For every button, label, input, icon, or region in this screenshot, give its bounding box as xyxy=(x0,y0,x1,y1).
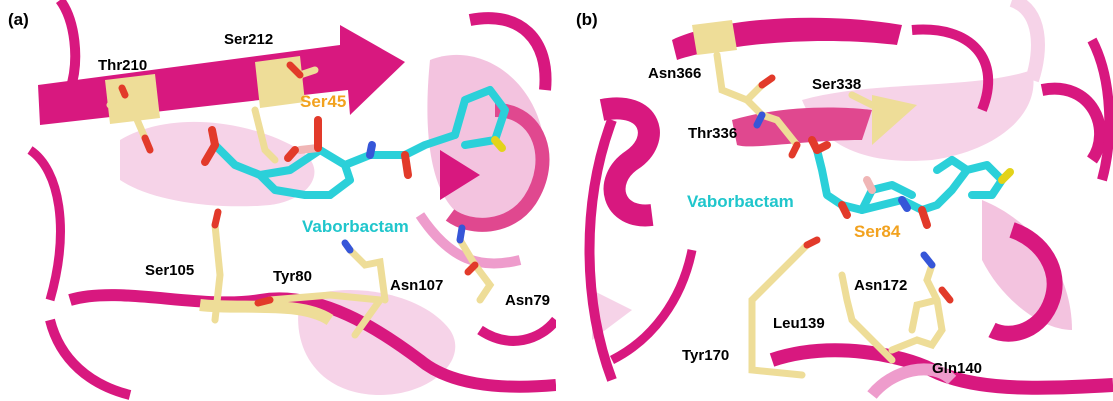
ribbon-loop xyxy=(68,289,556,393)
panel-a: (a) Thr210 Ser212 Ser105 Tyr80 Asn107 As… xyxy=(0,0,556,401)
beta-strand xyxy=(38,25,405,125)
panel-a-label: (a) xyxy=(8,10,29,29)
ligand-hetero xyxy=(808,136,1014,229)
hetero-atoms xyxy=(753,74,954,304)
residue-label: Asn172 xyxy=(854,277,908,294)
residue-label: Leu139 xyxy=(773,315,825,332)
residue-label: Tyr170 xyxy=(682,347,730,364)
panel-b-label: (b) xyxy=(576,10,598,29)
side-chains xyxy=(713,51,946,379)
ribbon-helix xyxy=(445,103,550,232)
residue-label: Asn79 xyxy=(505,292,551,309)
residue-label: Gln140 xyxy=(932,360,983,377)
panel-a-molecular-view xyxy=(27,0,556,400)
residue-label: Tyr80 xyxy=(273,268,312,285)
ligand-label: Vaborbactam xyxy=(687,192,794,211)
ribbon-loop xyxy=(477,316,556,346)
ribbon-helix xyxy=(468,12,552,91)
ribbon-loop xyxy=(27,146,65,302)
ribbon-loop xyxy=(1009,0,1045,83)
ribbon-loop xyxy=(584,118,617,382)
residue-label: Thr210 xyxy=(98,57,148,74)
ligand-hetero xyxy=(201,116,506,179)
side-chains xyxy=(106,66,495,339)
ribbon-loop xyxy=(1087,37,1113,182)
residue-label: Thr336 xyxy=(688,125,738,142)
ribbon-helix xyxy=(988,222,1063,342)
panel-b-molecular-view xyxy=(584,0,1113,399)
residue-label: Asn366 xyxy=(648,65,702,82)
catalytic-serine-label: Ser45 xyxy=(300,92,347,111)
residue-label: Ser105 xyxy=(145,262,195,279)
panel-b: (b) Asn366 Ser338 Thr336 Asn172 Leu139 T… xyxy=(572,0,1113,401)
ribbon-loop xyxy=(45,318,132,400)
hetero-atoms xyxy=(118,61,479,307)
ribbon-helix xyxy=(599,97,660,227)
ribbon-loop xyxy=(415,212,522,269)
residue-label: Ser212 xyxy=(224,31,274,48)
ribbon-loop xyxy=(911,24,994,112)
residue-label: Asn107 xyxy=(390,277,444,294)
ribbon-loop xyxy=(609,249,697,365)
catalytic-serine-label: Ser84 xyxy=(854,222,901,241)
residue-label: Ser338 xyxy=(812,76,862,93)
ribbon-loop xyxy=(867,363,957,399)
ribbon-arrow xyxy=(440,150,480,200)
ribbon-helix xyxy=(1040,82,1107,164)
ligand-label: Vaborbactam xyxy=(302,217,409,236)
strand-highlight xyxy=(692,20,737,55)
ribbon-loop xyxy=(55,0,81,92)
